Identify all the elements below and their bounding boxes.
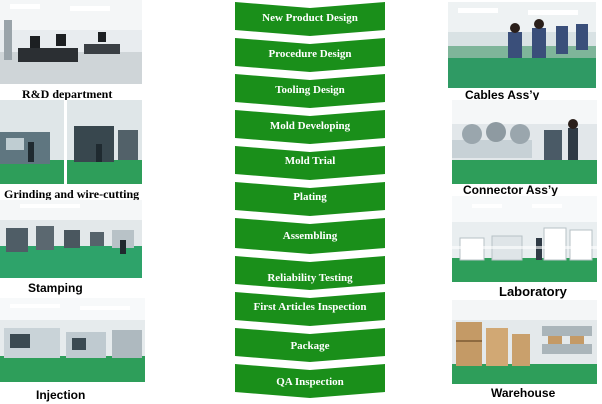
- flow-step-label: First Articles Inspection: [253, 301, 367, 313]
- grinding-photo: [0, 100, 142, 184]
- laboratory-photo: [452, 196, 597, 282]
- warehouse-photo: [452, 300, 597, 384]
- rd-department-caption: R&D department: [22, 87, 113, 101]
- flow-step: Reliability Testing: [235, 256, 385, 290]
- flow-step-label: Procedure Design: [268, 48, 352, 60]
- connector-assembly-photo: [452, 100, 597, 184]
- flow-step: Package: [235, 328, 385, 362]
- flow-step-label: Mold Trial: [284, 155, 336, 167]
- stamping-caption: Stamping: [28, 281, 83, 295]
- injection-caption: Injection: [36, 388, 86, 402]
- flow-step-label: Reliability Testing: [267, 272, 353, 284]
- flow-step-label: Tooling Design: [275, 84, 345, 96]
- cables-assembly-caption: Cables Ass’y: [465, 88, 540, 102]
- laboratory-caption: Laboratory: [499, 284, 567, 299]
- flow-step: Assembling: [235, 218, 385, 254]
- rd-department-photo: [0, 0, 142, 84]
- cables-assembly-photo: [448, 2, 596, 88]
- injection-photo: [0, 298, 145, 382]
- connector-assembly-caption: Connector Ass’y: [463, 183, 558, 197]
- flow-step: Plating: [235, 182, 385, 216]
- flow-step-label: Assembling: [282, 230, 338, 242]
- flow-step: Tooling Design: [235, 74, 385, 108]
- flow-step: First Articles Inspection: [235, 292, 385, 326]
- stamping-photo: [0, 200, 142, 278]
- flow-step: Procedure Design: [235, 38, 385, 72]
- flow-step-label: Mold Developing: [269, 120, 351, 132]
- flow-step-label: Plating: [293, 191, 327, 203]
- flow-step-label: QA Inspection: [276, 376, 344, 388]
- grinding-caption: Grinding and wire-cutting: [4, 187, 140, 201]
- warehouse-caption: Warehouse: [491, 386, 556, 400]
- flow-step: QA Inspection: [235, 364, 385, 398]
- flow-step: Mold Developing: [235, 110, 385, 144]
- flow-step-label: New Product Design: [262, 12, 358, 24]
- flow-step: Mold Trial: [235, 146, 385, 180]
- flow-step-label: Package: [290, 340, 330, 352]
- flow-step: New Product Design: [235, 2, 385, 36]
